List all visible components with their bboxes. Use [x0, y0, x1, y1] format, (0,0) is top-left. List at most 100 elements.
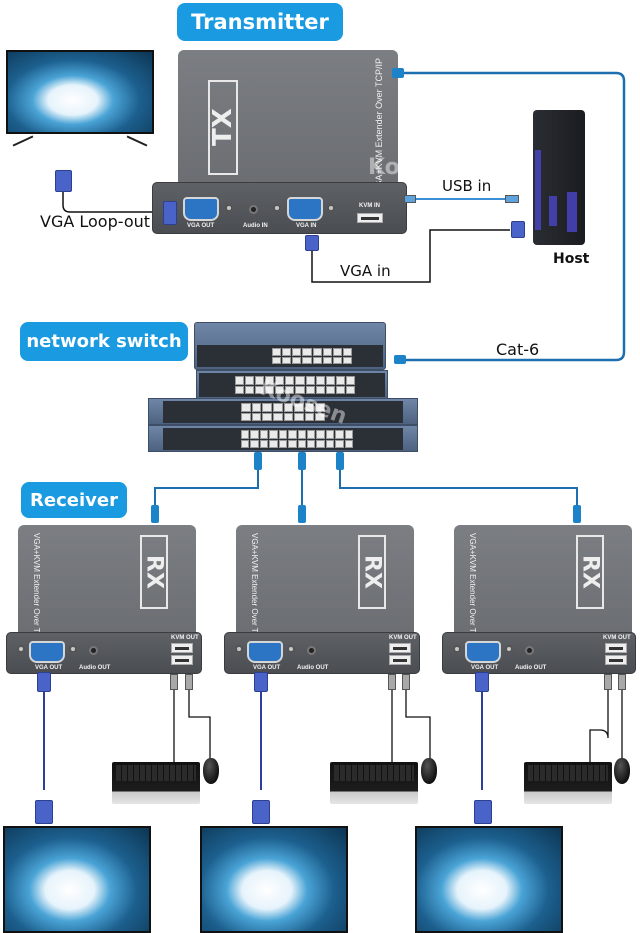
rj45-port — [282, 348, 292, 356]
rj45-port — [255, 385, 265, 394]
rj45-port — [245, 385, 255, 394]
rj45-port — [302, 356, 312, 364]
receiver-badge: Receiver — [21, 482, 127, 518]
screw-icon — [505, 645, 513, 653]
rj45-port — [283, 412, 294, 421]
receiver-1-front-panel: VGA OUT Audio OUT KVM OUT — [6, 632, 202, 674]
rj45-port — [292, 348, 302, 356]
rx1-vga-out-label: VGA OUT — [35, 665, 63, 671]
rj45-port — [295, 385, 305, 394]
vga-loop-out-label: VGA Loop-out — [40, 212, 151, 231]
rj45-port — [322, 348, 332, 356]
rj45-port — [325, 439, 335, 448]
vga-plug-icon — [35, 800, 53, 824]
tx-kvm-in-usb-port — [357, 213, 383, 223]
pc-light — [567, 192, 577, 232]
rj45-port — [332, 356, 342, 364]
screw-icon — [287, 645, 295, 653]
vga-plug-icon — [254, 672, 268, 692]
rx2-logo-text: RX — [359, 555, 385, 589]
rj45-port — [342, 348, 352, 356]
rx2-kvm-out-usb-port — [389, 655, 411, 665]
host-label: Host — [553, 251, 590, 267]
switch-port-grid — [241, 430, 353, 448]
rj45-plug-icon — [336, 452, 344, 470]
rj45-port — [282, 356, 292, 364]
rx3-kvm-out-label: KVM OUT — [603, 635, 631, 641]
receiver-unit-2: VGA+KVM Extender Over TCP/IP RX — [236, 525, 414, 654]
rx2-mouse-cable — [405, 690, 431, 760]
monitor-screen — [5, 828, 149, 931]
rj45-port — [265, 376, 275, 385]
rx1-logo: RX — [140, 535, 168, 609]
rx1-audio-out-jack — [89, 646, 98, 655]
vga-plug-icon — [252, 800, 270, 824]
rj45-port — [269, 439, 278, 448]
tx-audio-in-jack — [249, 205, 258, 214]
rj45-port — [283, 403, 294, 412]
rj45-port — [241, 412, 251, 421]
rx2-vga-out-port — [247, 641, 283, 663]
vga-plug-icon — [163, 201, 177, 225]
rj45-port — [306, 439, 316, 448]
rx1-side-text: VGA+KVM Extender Over TCP/IP — [32, 533, 41, 654]
receiver-monitor-3 — [415, 826, 563, 933]
rj45-plug-icon — [394, 355, 406, 364]
rj45-port — [251, 403, 262, 412]
rj45-port — [305, 376, 315, 385]
mouse — [203, 758, 219, 784]
loopout-monitor — [6, 50, 154, 134]
rx3-vga-out-port — [465, 641, 501, 663]
rj45-port — [250, 430, 259, 439]
screw-icon — [17, 645, 25, 653]
rj45-port — [315, 412, 325, 421]
vga-plug-icon — [475, 672, 489, 692]
rx3-side-text: VGA+KVM Extender Over TCP/IP — [468, 533, 477, 654]
tx-vga-in-port — [287, 197, 323, 221]
transmitter-badge: Transmitter — [177, 3, 343, 41]
transmitter-front-panel: VGA OUT Audio IN VGA IN KVM IN — [152, 182, 407, 234]
rj45-port — [245, 376, 255, 385]
rj45-port — [288, 439, 297, 448]
rx1-kvm-out-label: KVM OUT — [171, 635, 199, 641]
rj45-port — [302, 348, 312, 356]
rj45-port — [335, 376, 345, 385]
rj45-plug-icon — [298, 505, 306, 523]
screw-icon — [69, 645, 77, 653]
rj45-port — [250, 439, 259, 448]
switch-port-grid — [241, 403, 325, 421]
usb-plug-icon — [388, 674, 396, 690]
rx1-kvm-out-usb-port — [171, 655, 193, 665]
rj45-plug-icon — [573, 505, 581, 523]
usb-plug-icon — [402, 674, 410, 690]
rj45-port — [312, 348, 322, 356]
rj45-port — [294, 403, 304, 412]
rx2-audio-out-jack — [307, 646, 316, 655]
rx1-audio-out-label: Audio OUT — [79, 665, 111, 671]
receiver-monitor-1 — [3, 826, 151, 933]
pc-light — [535, 150, 541, 230]
receiver-3-front-panel: VGA OUT Audio OUT KVM OUT — [442, 632, 636, 674]
rx1-vga-out-port — [29, 641, 65, 663]
rx3-logo-text: RX — [577, 555, 603, 589]
rx2-logo: RX — [358, 535, 386, 609]
receiver-unit-1: VGA+KVM Extender Over TCP/IP RX — [18, 525, 196, 654]
monitor-screen — [202, 828, 346, 931]
vga-plug-icon — [305, 235, 319, 251]
tx-kvm-in-label: KVM IN — [359, 203, 380, 209]
vga-plug-icon — [511, 221, 525, 238]
rj45-port — [335, 430, 344, 439]
rj45-port — [315, 403, 325, 412]
rx1-mouse-cable — [188, 690, 211, 760]
screw-icon — [273, 204, 281, 212]
rj45-port — [285, 376, 295, 385]
rj45-port — [262, 403, 272, 412]
tx-audio-in-label: Audio IN — [243, 223, 268, 229]
rj45-port — [345, 385, 355, 394]
tx-vga-out-label: VGA OUT — [187, 223, 215, 229]
rx3-audio-out-jack — [525, 646, 534, 655]
network-switch-badge: network switch — [20, 322, 188, 361]
rj45-port — [262, 412, 272, 421]
receiver-2-front-panel: VGA OUT Audio OUT KVM OUT — [224, 632, 420, 674]
vga-in-cable — [311, 229, 510, 283]
